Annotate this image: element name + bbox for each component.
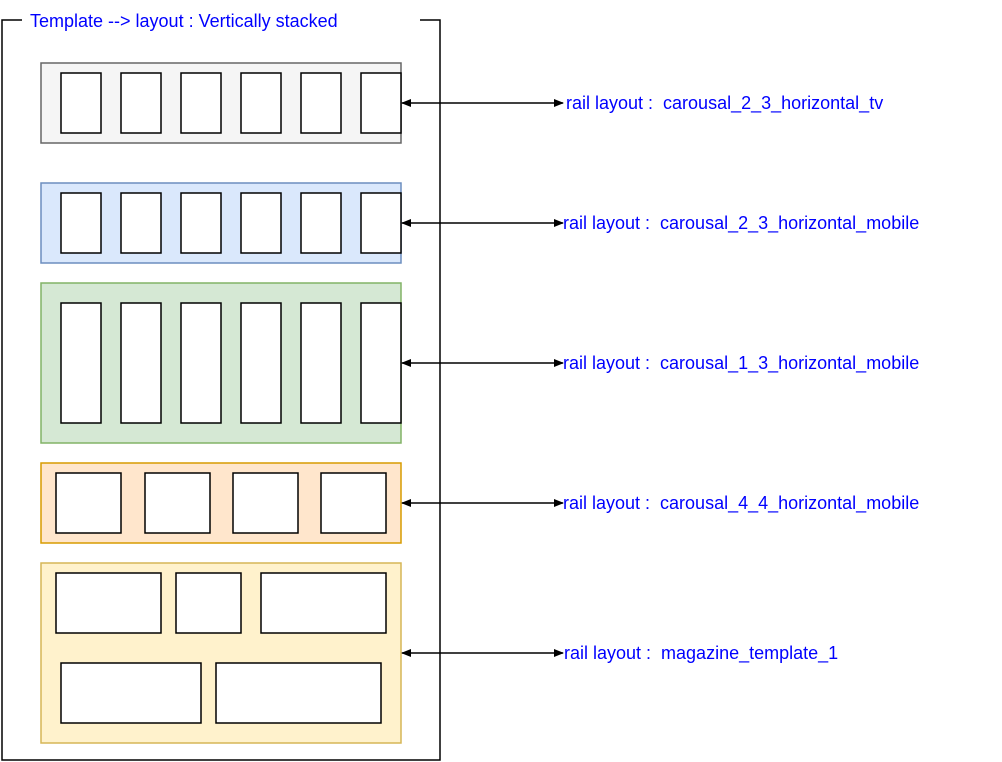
rail-label-tv: rail layout : carousal_2_3_horizontal_tv xyxy=(566,93,883,114)
rail-label-4-4-mobile: rail layout : carousal_4_4_horizontal_mo… xyxy=(563,493,919,514)
rail-card xyxy=(60,72,102,134)
rail-card xyxy=(120,302,162,424)
rail-card xyxy=(360,72,402,134)
rail-label-1-3-mobile: rail layout : carousal_1_3_horizontal_mo… xyxy=(563,353,919,374)
rail-label-magazine: rail layout : magazine_template_1 xyxy=(564,643,838,664)
rail-card xyxy=(60,192,102,254)
template-container xyxy=(1,19,441,761)
rail-2-3-mobile xyxy=(40,182,402,264)
rail-label-2-3-mobile: rail layout : carousal_2_3_horizontal_mo… xyxy=(563,213,919,234)
rail-card xyxy=(180,192,222,254)
rail-card xyxy=(300,72,342,134)
rail-card xyxy=(180,72,222,134)
rail-card xyxy=(300,302,342,424)
rail-card xyxy=(55,572,162,634)
rail-card xyxy=(120,192,162,254)
rail-card xyxy=(215,662,382,724)
rail-card xyxy=(120,72,162,134)
rail-magazine xyxy=(40,562,402,744)
rail-tv xyxy=(40,62,402,144)
rail-card xyxy=(55,472,122,534)
rail-card xyxy=(60,662,202,724)
rail-card xyxy=(360,192,402,254)
rail-card xyxy=(360,302,402,424)
rail-card xyxy=(175,572,242,634)
rail-card xyxy=(60,302,102,424)
rail-card xyxy=(260,572,387,634)
rail-card xyxy=(232,472,299,534)
rail-card xyxy=(240,302,282,424)
rail-card xyxy=(320,472,387,534)
rail-4-4-mobile xyxy=(40,462,402,544)
rail-card xyxy=(240,192,282,254)
rail-card xyxy=(300,192,342,254)
rail-card xyxy=(180,302,222,424)
rail-card xyxy=(144,472,211,534)
rail-card xyxy=(240,72,282,134)
rail-1-3-mobile xyxy=(40,282,402,444)
template-title: Template --> layout : Vertically stacked xyxy=(30,11,338,31)
